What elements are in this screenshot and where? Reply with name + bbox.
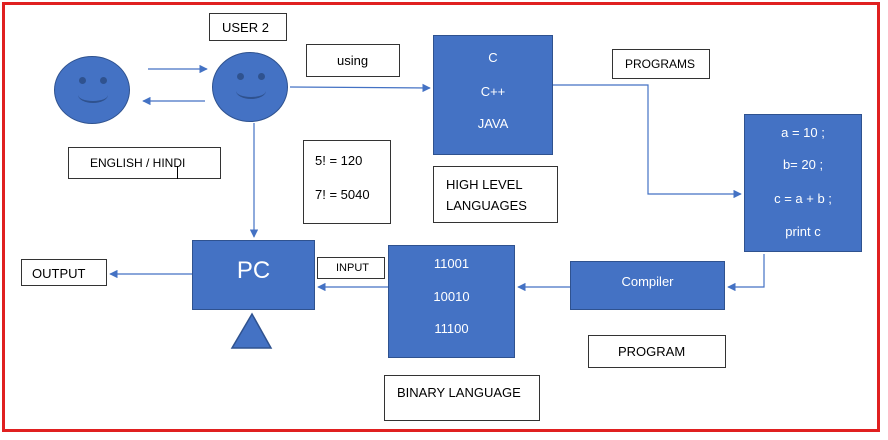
input-label: INPUT	[336, 262, 369, 274]
binary-box: 11001 10010 11100	[388, 245, 515, 358]
factorial-line-1: 5! = 120	[315, 153, 363, 168]
user2-mouth	[236, 83, 266, 99]
binary-code-2: 10010	[433, 289, 470, 304]
user1-mouth	[78, 87, 108, 103]
programs-label-box: PROGRAMS	[612, 49, 710, 79]
binary-language-label-box: BINARY LANGUAGE	[384, 375, 540, 421]
user2-left-eye	[237, 73, 244, 80]
language-label: ENGLISH / HINDI	[90, 156, 186, 170]
language-java: JAVA	[477, 116, 509, 131]
factorial-line-2: 7! = 5040	[315, 187, 370, 202]
high-level-line-1: HIGH LEVEL	[446, 177, 523, 192]
compiler-label: Compiler	[621, 274, 674, 289]
code-box: a = 10 ; b= 20 ; c = a + b ; print c	[744, 114, 862, 252]
pc-box: PC	[192, 240, 315, 310]
programs-label: PROGRAMS	[625, 57, 696, 71]
user1-left-eye	[79, 77, 86, 84]
factorial-box: 5! = 120 7! = 5040	[303, 140, 391, 224]
output-label: OUTPUT	[32, 266, 86, 281]
pc-label: PC	[236, 257, 271, 284]
code-line-1: a = 10 ;	[781, 125, 825, 140]
binary-code-3: 11100	[434, 321, 469, 336]
languages-box: C C++ JAVA	[433, 35, 553, 155]
text-cursor	[177, 166, 178, 179]
arrow-code-to-compiler	[727, 254, 765, 292]
output-label-box: OUTPUT	[21, 259, 107, 286]
using-label: using	[337, 53, 369, 68]
language-c: C	[488, 50, 498, 65]
diagram-frame	[2, 2, 880, 432]
user1-face	[54, 56, 130, 124]
program-label: PROGRAM	[618, 344, 686, 359]
code-line-4: print c	[785, 224, 821, 239]
user2-label-box: USER 2	[209, 13, 287, 41]
user2-right-eye	[258, 73, 265, 80]
high-level-line-2: LANGUAGES	[446, 198, 527, 213]
binary-code-1: 11001	[433, 256, 470, 271]
pc-stand-triangle	[230, 312, 273, 349]
code-line-2: b= 20 ;	[782, 157, 824, 172]
language-label-box: ENGLISH / HINDI	[68, 147, 221, 179]
compiler-box: Compiler	[570, 261, 725, 310]
using-label-box: using	[306, 44, 400, 77]
arrow-user2-to-languages	[289, 83, 431, 93]
user2-face	[212, 52, 288, 122]
code-line-3: c = a + b ;	[774, 191, 832, 206]
high-level-label-box: HIGH LEVEL LANGUAGES	[433, 166, 558, 223]
user2-label: USER 2	[222, 20, 269, 35]
user1-right-eye	[100, 77, 107, 84]
program-label-box: PROGRAM	[588, 335, 726, 368]
language-cpp: C++	[480, 84, 506, 99]
arrow-languages-to-code	[553, 84, 742, 199]
binary-language-label: BINARY LANGUAGE	[397, 385, 521, 400]
input-label-box: INPUT	[317, 257, 385, 279]
